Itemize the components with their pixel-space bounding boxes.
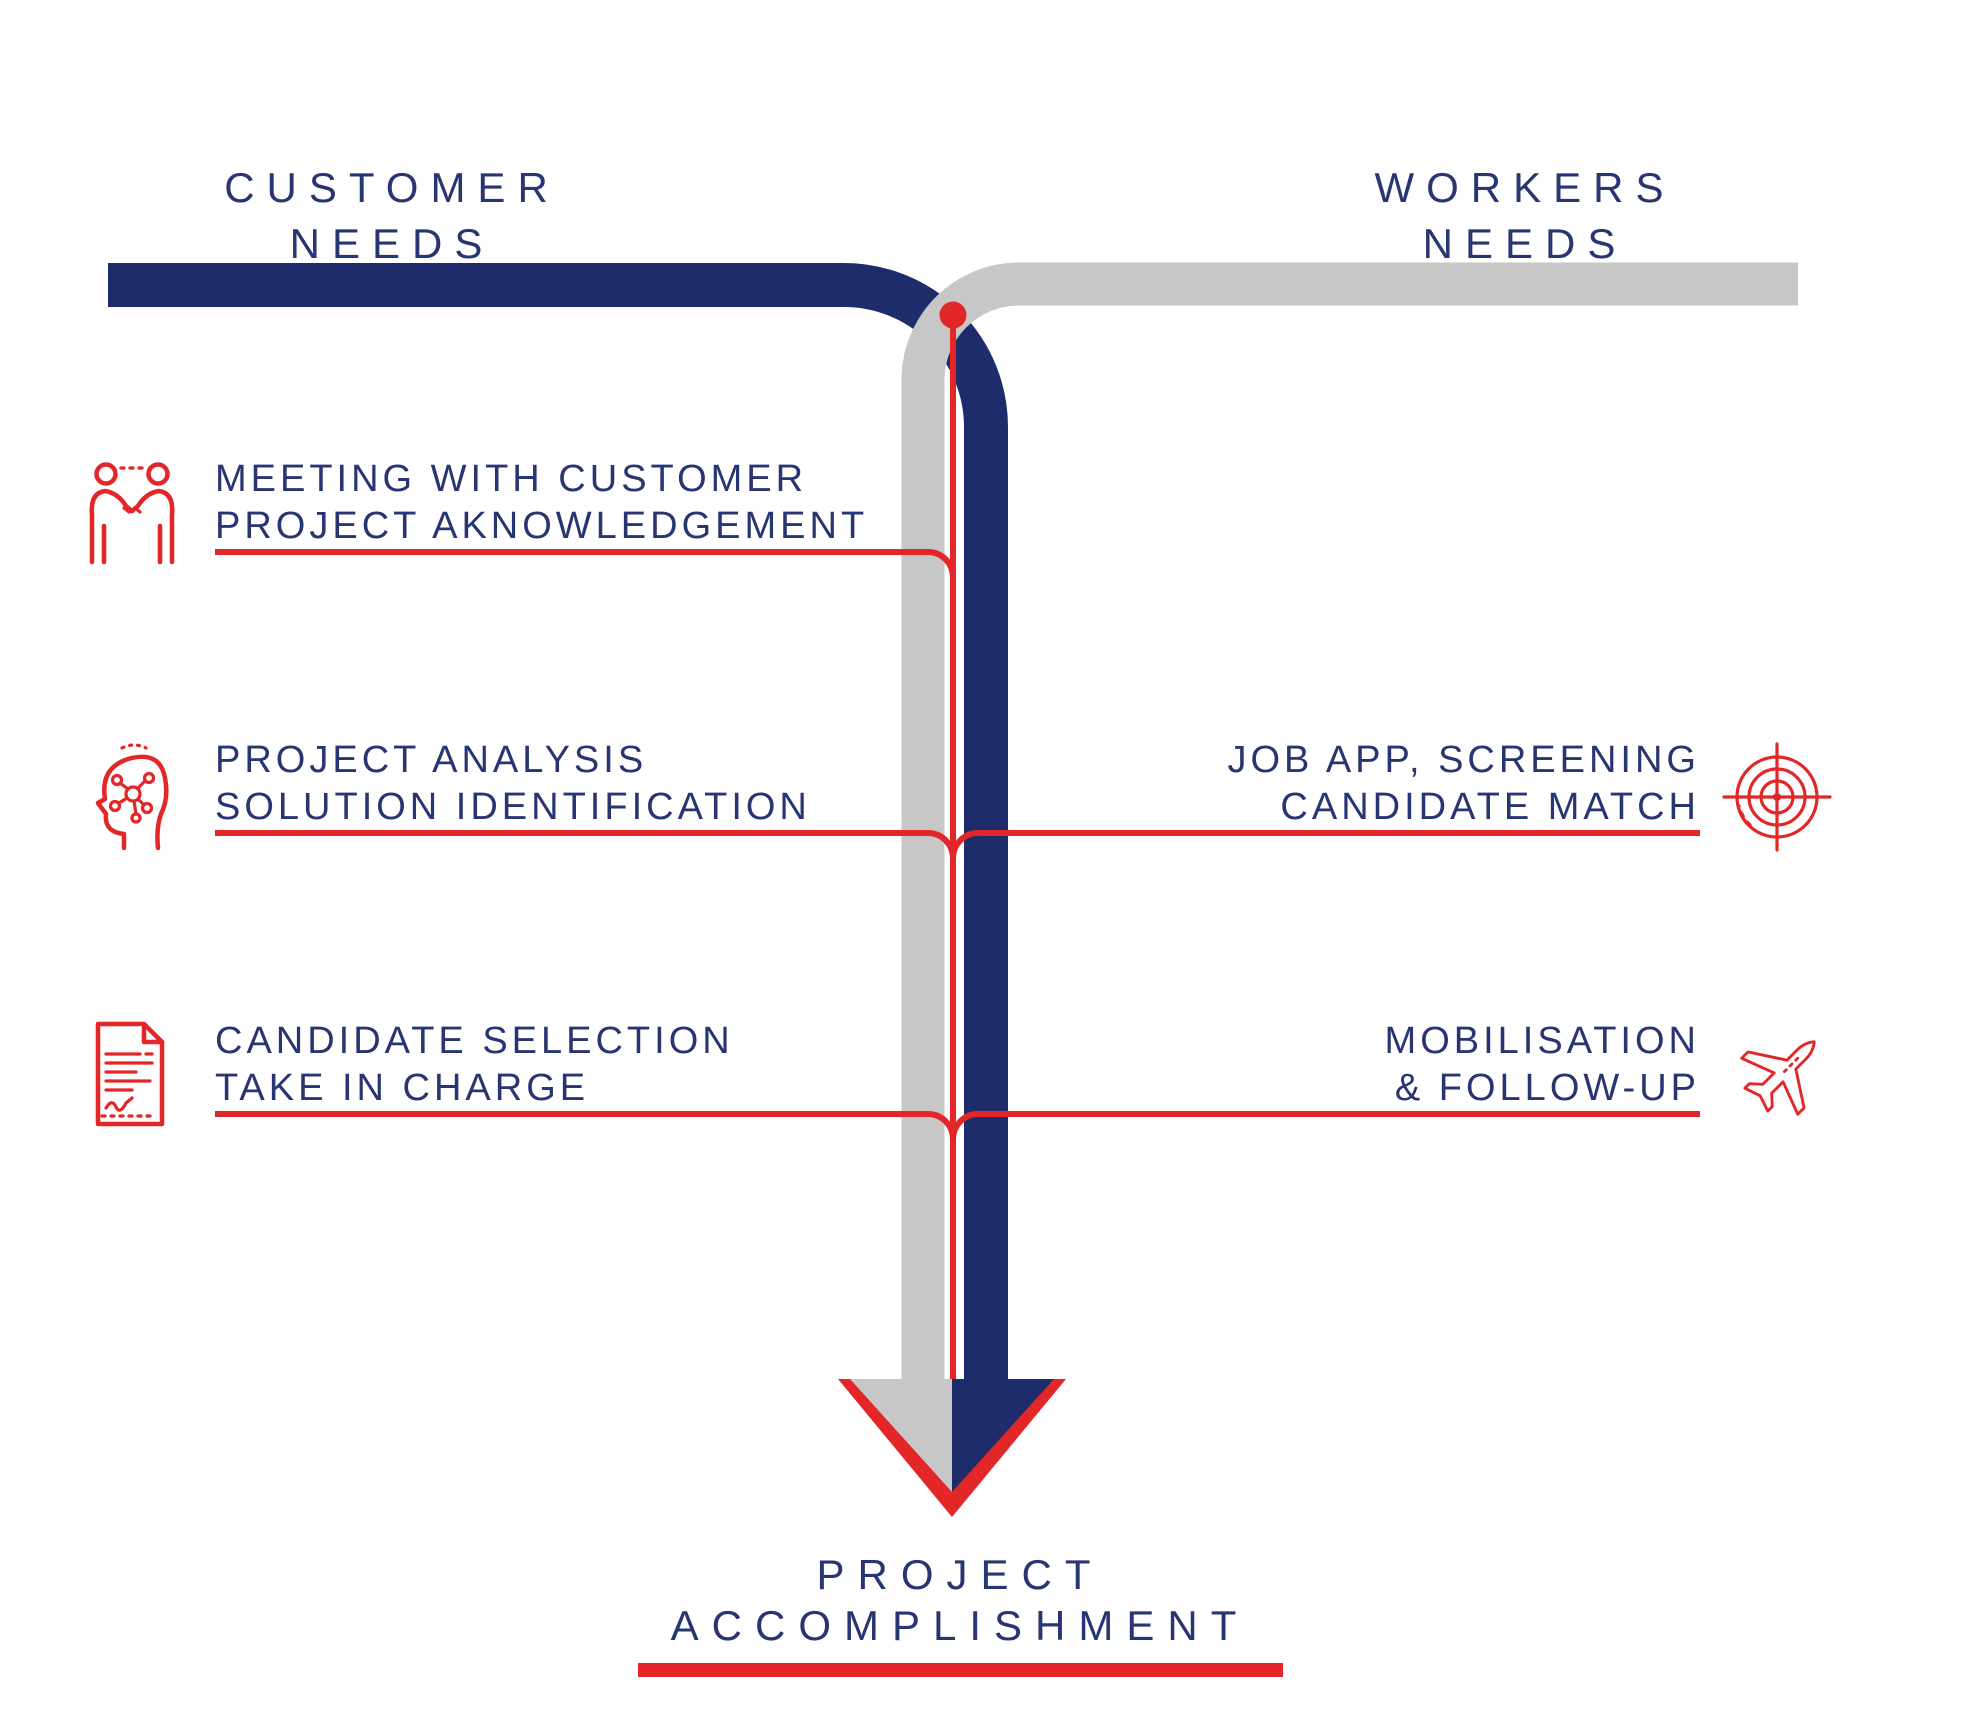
workers-needs-line1: WORKERS [1374,164,1676,211]
arrowhead-gray-half [850,1379,952,1492]
step2-left-text: PROJECT ANALYSIS SOLUTION IDENTIFICATION [215,737,811,831]
customer-needs-line1: CUSTOMER [224,164,560,211]
step3-left-text: CANDIDATE SELECTION TAKE IN CHARGE [215,1018,734,1112]
step3-left-line2: TAKE IN CHARGE [215,1067,590,1109]
step2-left-line2: SOLUTION IDENTIFICATION [215,786,811,828]
step2-left-line1: PROJECT ANALYSIS [215,739,648,781]
handshake-icon [84,460,180,572]
step1-line2: PROJECT AKNOWLEDGEMENT [215,505,869,547]
step2-right-line2: CANDIDATE MATCH [1280,786,1700,828]
step2-right-connector-line [950,830,1700,859]
step3-right-connector-line [950,1111,1700,1140]
footer-underline-bar [638,1663,1283,1677]
step3-right-text: MOBILISATION & FOLLOW-UP [1200,1018,1700,1112]
project-accomplishment-line1: PROJECT [816,1551,1104,1598]
step3-right-line1: MOBILISATION [1384,1020,1700,1062]
step2-right-line1: JOB APP, SCREENING [1227,739,1700,781]
project-accomplishment-title: PROJECT ACCOMPLISHMENT [610,1549,1310,1651]
step2-right-text: JOB APP, SCREENING CANDIDATE MATCH [1200,737,1700,831]
customer-needs-title: CUSTOMER NEEDS [167,160,617,272]
customer-needs-line2: NEEDS [289,220,495,267]
step3-left-connector-line [215,1111,956,1140]
step1-text: MEETING WITH CUSTOMER PROJECT AKNOWLEDGE… [215,456,868,550]
plane-icon [1740,1014,1830,1128]
workers-needs-title: WORKERS NEEDS [1300,160,1750,272]
step1-connector-line [215,549,956,578]
merge-point-dot [939,301,967,329]
head-analysis-icon [92,740,174,852]
step2-left-connector-line [215,830,956,859]
arrowhead-navy-half [952,1379,1054,1492]
document-icon [92,1018,168,1130]
project-accomplishment-line2: ACCOMPLISHMENT [670,1602,1250,1649]
step1-line1: MEETING WITH CUSTOMER [215,458,808,500]
workers-needs-line2: NEEDS [1422,220,1628,267]
target-icon [1720,740,1834,854]
step3-right-line2: & FOLLOW-UP [1394,1067,1700,1109]
step3-left-line1: CANDIDATE SELECTION [215,1020,734,1062]
